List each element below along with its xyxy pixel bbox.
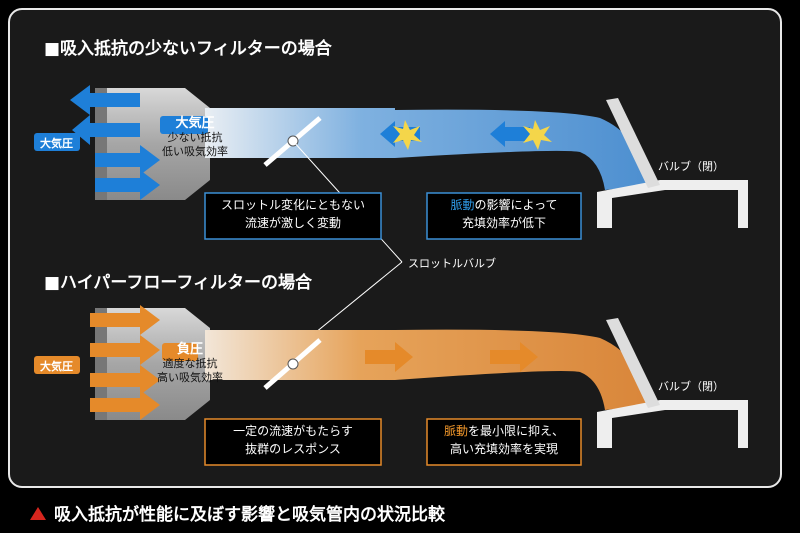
note-box-3-line1: 一定の流速がもたらす	[233, 424, 353, 438]
valve-label-1: バルブ（閉）	[658, 160, 724, 173]
red-triangle-icon	[30, 507, 46, 520]
throttle-label: スロットルバルブ	[408, 257, 496, 270]
inner-line2-2: 高い吸気効率	[157, 371, 223, 384]
pulse-word-2: 脈動	[443, 424, 468, 438]
pulse-burst-2	[523, 120, 552, 150]
note-box-1-line1: スロットル変化にともない	[220, 198, 365, 212]
note-box-2-border	[426, 192, 582, 240]
note-box-4-line2: 高い充填効率を実現	[449, 442, 558, 456]
note-box-2-line1: の影響によって	[474, 198, 558, 212]
note-box-1-line2: 流速が激しく変動	[244, 216, 341, 230]
inner-line1-2: 適度な抵抗	[162, 357, 218, 370]
intake-pipe-2	[205, 329, 650, 410]
note-box-3: 一定の流速がもたらす 抜群のレスポンス	[206, 422, 380, 458]
filter-box-2	[100, 308, 210, 420]
inner-tag-bg-2	[162, 343, 198, 361]
inner-line1-1: 少ない抵抗	[167, 131, 223, 144]
atmosphere-tag-bg-1	[34, 133, 80, 151]
pulse-word-1: 脈動	[450, 198, 475, 212]
orange-intake-system	[90, 305, 748, 448]
intake-pipe-1	[205, 108, 650, 190]
inner-big-1: 大気圧	[175, 116, 215, 131]
atmosphere-tag-bg-2	[34, 356, 80, 374]
note-box-4-border	[426, 418, 582, 466]
inner-big-2: 負圧	[176, 342, 203, 357]
cylinder-head-1	[597, 180, 748, 228]
throttle-shaft-2	[287, 358, 299, 370]
note-box-1-border	[204, 192, 382, 240]
cylinder-head-2	[597, 400, 748, 448]
filter-inner-text-2: 負圧 適度な抵抗 高い吸気効率	[145, 343, 235, 385]
footer-caption: 吸入抵抗が性能に及ぼす影響と吸気管内の状況比較	[30, 500, 445, 525]
filter-inner-text-1: 大気圧 少ない抵抗 低い吸気効率	[150, 117, 240, 159]
note-box-2-line2: 充填効率が低下	[461, 216, 546, 230]
note-box-3-line2: 抜群のレスポンス	[245, 442, 341, 456]
inner-tag-bg-1	[160, 116, 208, 134]
atmosphere-tag-2: 大気圧	[40, 360, 73, 373]
note-box-2: 脈動の影響によって 充填効率が低下	[428, 196, 580, 232]
section1-title: ■吸入抵抗の少ないフィルターの場合	[44, 39, 332, 59]
atmosphere-tag-1: 大気圧	[40, 137, 73, 150]
inner-line2-1: 低い吸気効率	[162, 145, 228, 158]
valve-label-2: バルブ（閉）	[658, 380, 724, 393]
note-box-4: 脈動を最小限に抑え、 高い充填効率を実現	[428, 422, 580, 458]
pulse-burst-1	[393, 120, 422, 150]
footer-text: 吸入抵抗が性能に及ぼす影響と吸気管内の状況比較	[54, 505, 445, 525]
orange-flow-arrows	[90, 305, 538, 420]
filter-element-2	[95, 308, 107, 420]
section2-title: ■ハイパーフローフィルターの場合	[44, 273, 313, 293]
filter-element-1	[95, 88, 107, 200]
valve-1	[606, 98, 660, 188]
note-box-3-border	[204, 418, 382, 466]
note-box-1: スロットル変化にともない 流速が激しく変動	[206, 196, 380, 232]
note-box-4-line1: を最小限に抑え、	[468, 424, 565, 438]
valve-2	[606, 318, 660, 408]
